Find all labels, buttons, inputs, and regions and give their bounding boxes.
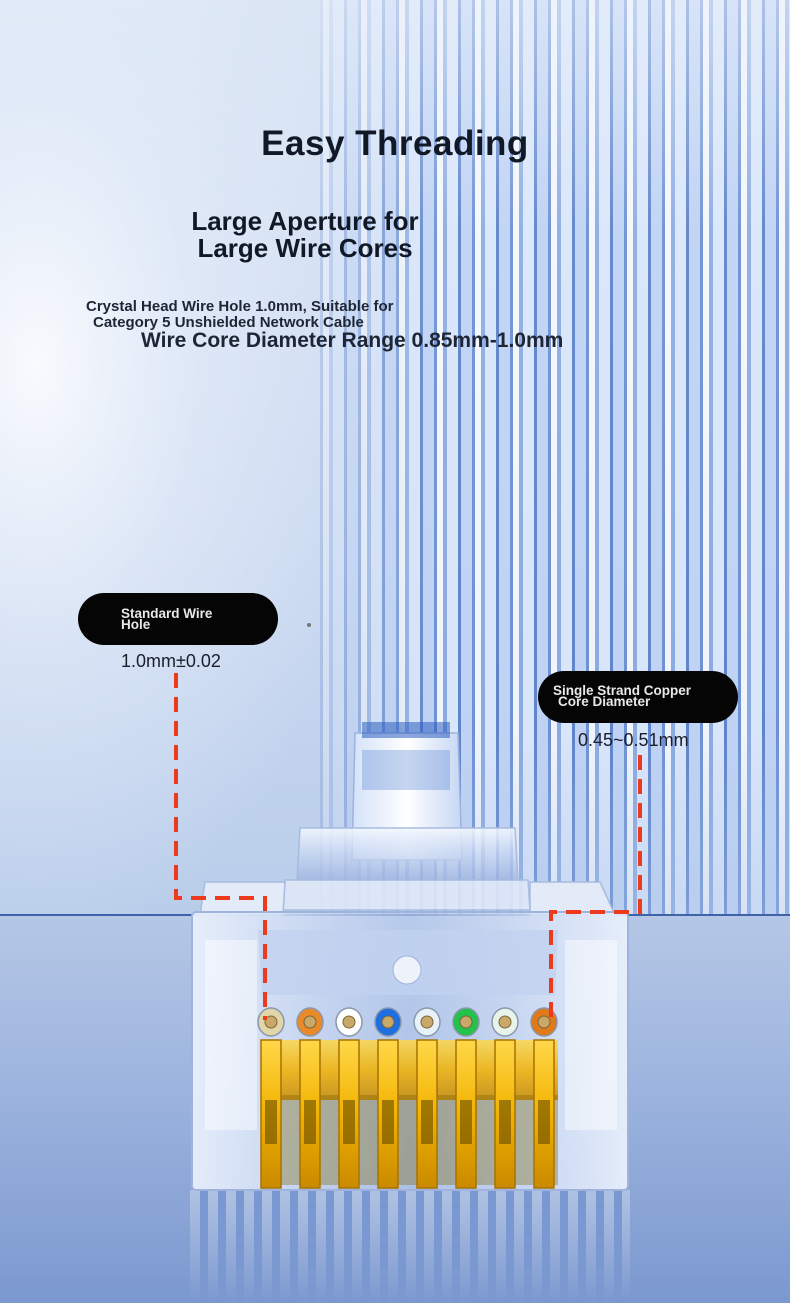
wire-core: [257, 1007, 285, 1037]
wire-core: [530, 1007, 558, 1037]
contact-notch: [343, 1100, 355, 1144]
subtitle-line-2: Large Wire Cores: [197, 233, 413, 263]
wire-core: [335, 1007, 363, 1037]
wire-hole-label-pill: Standard Wire Hole: [78, 593, 311, 645]
measurement-lines: [174, 673, 642, 1020]
wire-core: [413, 1007, 441, 1037]
contact-notch: [499, 1100, 511, 1144]
wire-core: [452, 1007, 480, 1037]
description-line-1: Crystal Head Wire Hole 1.0mm, Suitable f…: [86, 298, 394, 315]
page-subtitle: Large Aperture for Large Wire Cores: [130, 208, 480, 262]
wire-core: [374, 1007, 402, 1037]
gold-contacts: [260, 1039, 558, 1189]
contact-notch: [265, 1100, 277, 1144]
copper-core-measurement: 0.45~0.51mm: [578, 730, 689, 750]
contact-notch: [538, 1100, 550, 1144]
wire-hole-label-line-2: Hole: [121, 617, 151, 632]
contact-notch: [382, 1100, 394, 1144]
wire-core: [491, 1007, 519, 1037]
contact-notch: [304, 1100, 316, 1144]
subtitle-line-1: Large Aperture for: [191, 206, 419, 236]
copper-core-label-pill: Single Strand Copper Core Diameter: [538, 671, 738, 723]
contact-notch: [460, 1100, 472, 1144]
wire-hole-measurement: 1.0mm±0.02: [121, 651, 221, 671]
wire-hole-dashed-line: [174, 673, 267, 1020]
copper-core-label-line-1: Single Strand Copper: [553, 683, 692, 698]
wire-core: [296, 1007, 324, 1037]
copper-core-dashed-line: [549, 755, 642, 1018]
floor-reflection: [190, 1190, 630, 1303]
core-diameter-range: Wire Core Diameter Range 0.85mm-1.0mm: [141, 329, 564, 352]
copper-core-label-line-2: Core Diameter: [558, 694, 651, 709]
wire-cores: [257, 1007, 558, 1037]
background-glow: [0, 0, 360, 915]
contact-notch: [421, 1100, 433, 1144]
upper-body: [282, 827, 531, 911]
description-text: Crystal Head Wire Hole 1.0mm, Suitable f…: [86, 299, 393, 331]
wire-hole-label-line-1: Standard Wire: [121, 606, 213, 621]
description-line-2: Category 5 Unshielded Network Cable: [93, 314, 364, 331]
pill-dot-icon: [307, 623, 311, 627]
page-title: Easy Threading: [261, 124, 529, 163]
